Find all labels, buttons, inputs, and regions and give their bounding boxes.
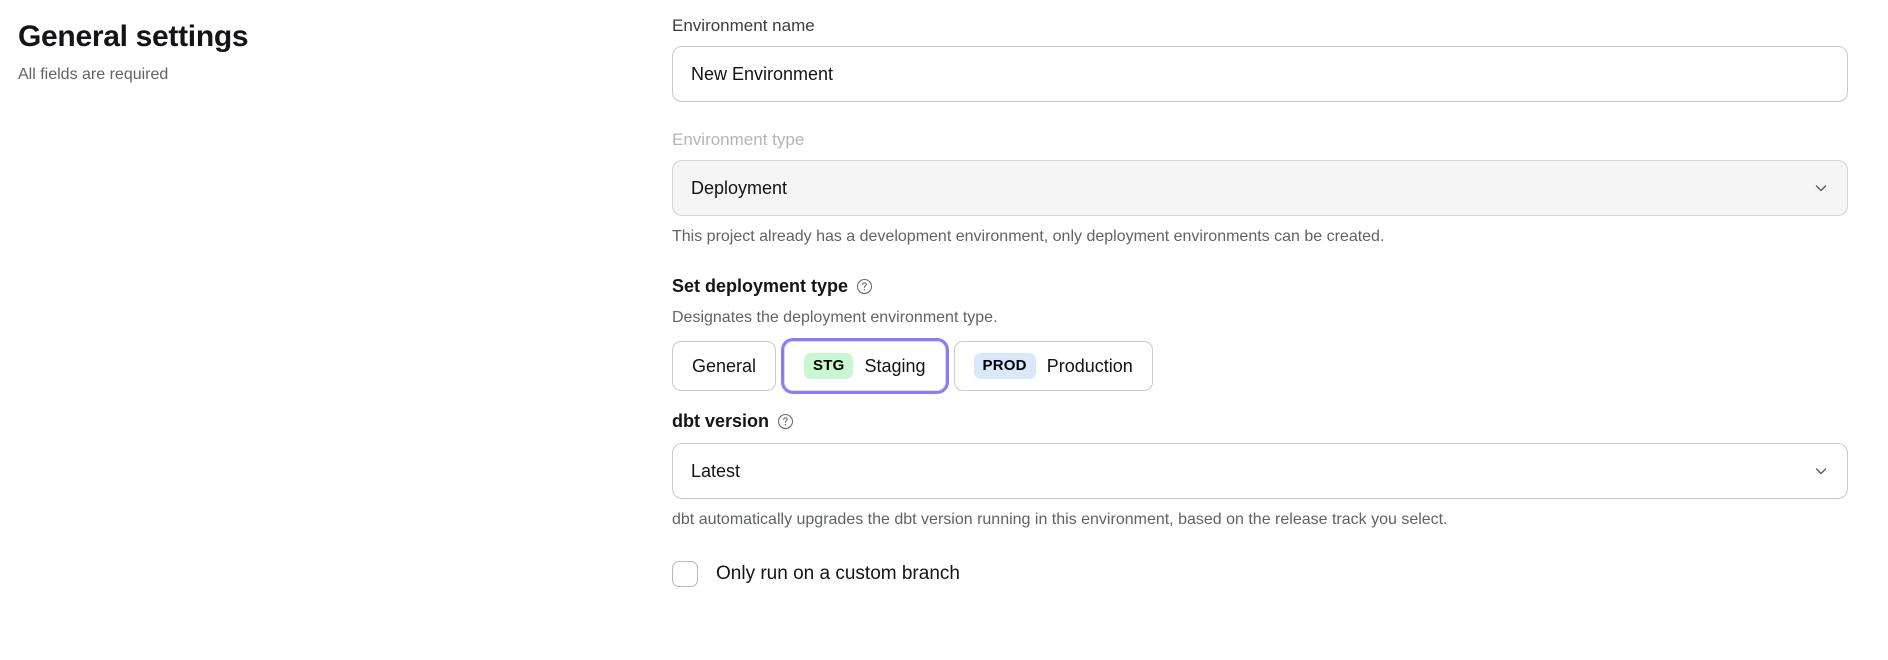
staging-badge: STG (804, 353, 854, 379)
deployment-type-heading-label: Set deployment type (672, 276, 849, 296)
page-subtitle: All fields are required (18, 66, 169, 83)
environment-type-field: Environment type Deployment This project… (672, 128, 1848, 248)
deployment-type-option-staging[interactable]: STG Staging (784, 341, 946, 391)
custom-branch-checkbox[interactable] (672, 561, 698, 587)
spacer (672, 433, 1848, 443)
spacer (672, 102, 1848, 128)
environment-type-select[interactable]: Deployment (672, 160, 1848, 216)
deployment-type-option-group: General STG Staging PROD Production (672, 341, 1848, 391)
custom-branch-row[interactable]: Only run on a custom branch (672, 561, 1848, 587)
production-badge: PROD (973, 353, 1036, 379)
deployment-type-option-staging-label: Staging (864, 355, 926, 376)
settings-header-column: General settings All fields are required (0, 0, 672, 86)
spacer (672, 248, 1848, 274)
chevron-down-icon (1815, 185, 1827, 192)
environment-name-input[interactable] (672, 46, 1848, 102)
dbt-version-heading-label: dbt version (672, 411, 770, 431)
deployment-type-field: Set deployment type Designates the deplo… (672, 274, 1848, 391)
dbt-version-help-text: dbt automatically upgrades the dbt versi… (672, 511, 1448, 528)
dbt-version-heading: dbt version (672, 409, 1848, 433)
deployment-type-option-production[interactable]: PROD Production (953, 341, 1153, 391)
page-title: General settings (18, 20, 249, 53)
deployment-type-description: Designates the deployment environment ty… (672, 309, 998, 326)
question-circle-icon[interactable] (777, 413, 794, 430)
spacer (672, 391, 1848, 409)
dbt-version-value: Latest (691, 460, 741, 481)
environment-name-label: Environment name (672, 16, 815, 35)
chevron-down-icon (1815, 468, 1827, 475)
custom-branch-label: Only run on a custom branch (716, 563, 960, 584)
environment-type-label: Environment type (672, 130, 805, 149)
environment-type-help-text: This project already has a development e… (672, 228, 1385, 245)
deployment-type-option-production-label: Production (1046, 355, 1133, 376)
environment-type-value: Deployment (691, 177, 788, 198)
deployment-type-heading: Set deployment type (672, 274, 1848, 298)
dbt-version-field: dbt version Latest dbt automatically upg… (672, 409, 1848, 531)
environment-name-field: Environment name (672, 14, 1848, 102)
general-settings-form: Environment name Environment type Deploy… (672, 0, 1888, 587)
dbt-version-select[interactable]: Latest (672, 443, 1848, 499)
question-circle-icon[interactable] (856, 278, 873, 295)
deployment-type-option-general[interactable]: General (672, 341, 777, 391)
deployment-type-option-general-label: General (692, 355, 757, 376)
